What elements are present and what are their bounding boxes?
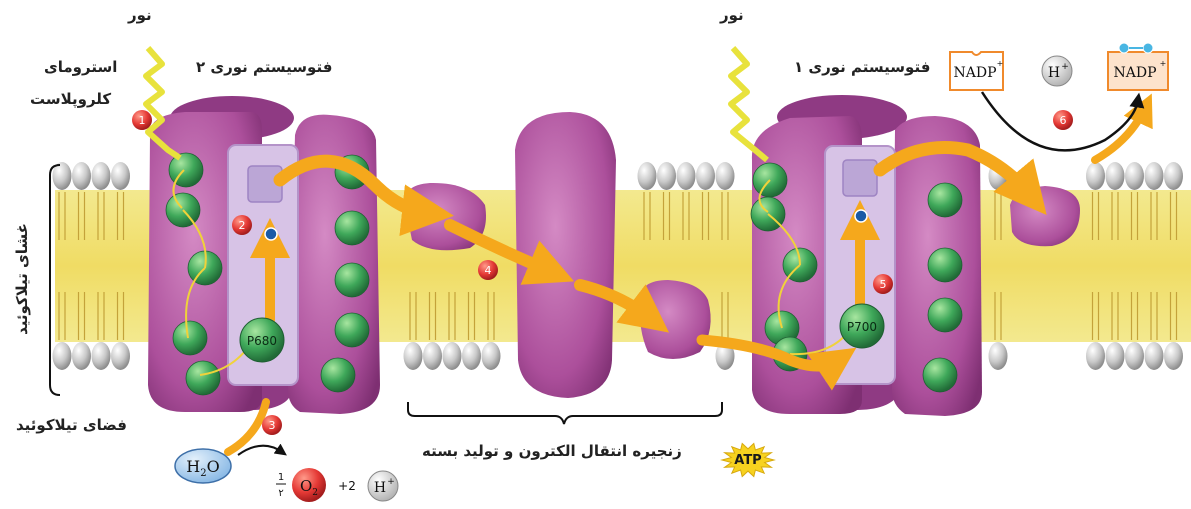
chlorophyll-molecule xyxy=(321,358,355,392)
chlorophyll-molecule xyxy=(928,183,962,217)
svg-text:4: 4 xyxy=(485,264,492,277)
stroma-label: استرومای xyxy=(44,58,117,76)
thylakoid-space-label: فضای تیلاکوئید xyxy=(16,416,127,434)
p680-label: P680 xyxy=(247,334,277,348)
chlorophyll-molecule xyxy=(169,153,203,187)
chloroplast-label: کلروپلاست xyxy=(30,90,111,108)
water-split-arrow xyxy=(238,446,282,455)
svg-text:5: 5 xyxy=(880,278,887,291)
svg-text:3: 3 xyxy=(269,419,276,432)
proton-top: H + xyxy=(1042,56,1072,86)
chlorophyll-molecule xyxy=(928,298,962,332)
p680-reaction-center: P680 xyxy=(240,318,284,362)
chlorophyll-molecule xyxy=(186,361,220,395)
svg-text:۲: ۲ xyxy=(278,488,283,499)
atp-label: ATP xyxy=(734,453,761,468)
half-oxygen: 1 ۲ O2 xyxy=(276,468,326,502)
photosystem-2-title: فتوسیستم نوری ۲ xyxy=(196,58,332,76)
svg-text:6: 6 xyxy=(1060,114,1067,127)
proton-bottom: H + xyxy=(368,471,398,501)
chlorophyll-molecule xyxy=(335,211,369,245)
etc-bracket xyxy=(408,402,722,424)
chlorophyll-molecule xyxy=(923,358,957,392)
svg-text:2: 2 xyxy=(239,219,246,232)
cytochrome-complex xyxy=(515,112,616,398)
electron-dot-ps1 xyxy=(855,210,867,222)
light-label-right: نور xyxy=(720,6,744,24)
svg-text:+: + xyxy=(387,477,395,487)
chlorophyll-molecule xyxy=(335,313,369,347)
svg-text:+: + xyxy=(1160,59,1167,68)
step-marker-3: 3 xyxy=(262,415,282,435)
p700-reaction-center: P700 xyxy=(840,304,884,348)
step-marker-1: 1 xyxy=(132,110,152,130)
atp-burst: ATP xyxy=(722,444,774,477)
water-molecule: H2O xyxy=(175,449,231,483)
nadp-oxidized: NADP + xyxy=(950,52,1003,90)
ferredoxin-protein xyxy=(1010,186,1080,246)
chlorophyll-molecule xyxy=(335,263,369,297)
svg-text:NADP: NADP xyxy=(1113,65,1156,81)
p700-label: P700 xyxy=(847,320,877,334)
electron-dot-ps2 xyxy=(265,228,277,240)
svg-text:1: 1 xyxy=(278,472,284,483)
svg-text:NADP: NADP xyxy=(953,65,996,81)
nadph-reduced: NADP + xyxy=(1108,43,1168,90)
svg-text:1: 1 xyxy=(139,114,146,127)
chlorophyll-molecule xyxy=(173,321,207,355)
svg-text:+: + xyxy=(1061,62,1069,72)
plus-two-label: +2 xyxy=(338,479,356,493)
photosystem-1-title: فتوسیستم نوری ۱ xyxy=(794,58,930,76)
thylakoid-membrane-label: غشای تیلاکوئید xyxy=(13,219,31,339)
light-label-left: نور xyxy=(128,6,152,24)
svg-text:H: H xyxy=(1048,65,1060,81)
step-marker-6: 6 xyxy=(1053,110,1073,130)
step-marker-5: 5 xyxy=(873,274,893,294)
svg-text:+: + xyxy=(997,59,1004,68)
step-marker-4: 4 xyxy=(478,260,498,280)
electron-transport-chain-label: زنجیره انتقال الکترون و تولید بسته xyxy=(422,442,682,460)
step-marker-2: 2 xyxy=(232,215,252,235)
svg-text:H: H xyxy=(374,480,386,496)
chlorophyll-molecule xyxy=(928,248,962,282)
